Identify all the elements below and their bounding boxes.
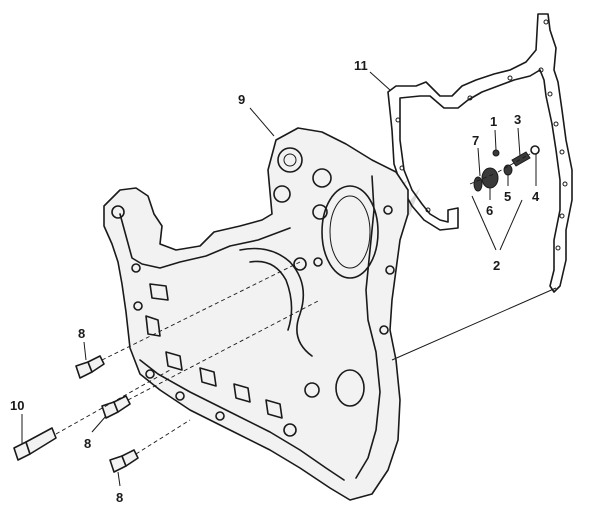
callout-5: 5	[504, 189, 511, 204]
sensor-pin-part-3	[511, 151, 531, 167]
sensor-oring-part-4	[530, 145, 540, 155]
timing-housing-part-9	[103, 127, 409, 501]
long-bolt-part-10	[13, 427, 57, 461]
bolt-part-8-middle	[101, 395, 131, 419]
callout-8-middle: 8	[84, 436, 91, 451]
sensor-assembly	[473, 145, 540, 192]
sensor-seal-part-7	[473, 176, 483, 192]
callout-1: 1	[490, 114, 497, 129]
bolt-part-8-lower	[109, 449, 139, 473]
callout-8-upper: 8	[78, 326, 85, 341]
bolt-part-8-upper	[75, 355, 105, 379]
callout-6: 6	[486, 203, 493, 218]
callout-9: 9	[238, 92, 245, 107]
callout-2: 2	[493, 258, 500, 273]
leader-lines	[21, 71, 537, 487]
callout-11: 11	[354, 58, 368, 73]
gasket-part-11	[387, 13, 573, 293]
sensor-screw-part-1	[492, 149, 500, 157]
callout-labels: 1 2 3 4 5 6 7 8 8 8 9 10 11	[10, 58, 540, 505]
callout-7: 7	[472, 133, 479, 148]
assembly-lines	[55, 153, 557, 455]
callout-3: 3	[514, 112, 521, 127]
callout-4: 4	[532, 189, 540, 204]
callout-8-lower: 8	[116, 490, 123, 505]
sensor-spacer-part-5	[503, 164, 513, 176]
callout-10: 10	[10, 398, 24, 413]
